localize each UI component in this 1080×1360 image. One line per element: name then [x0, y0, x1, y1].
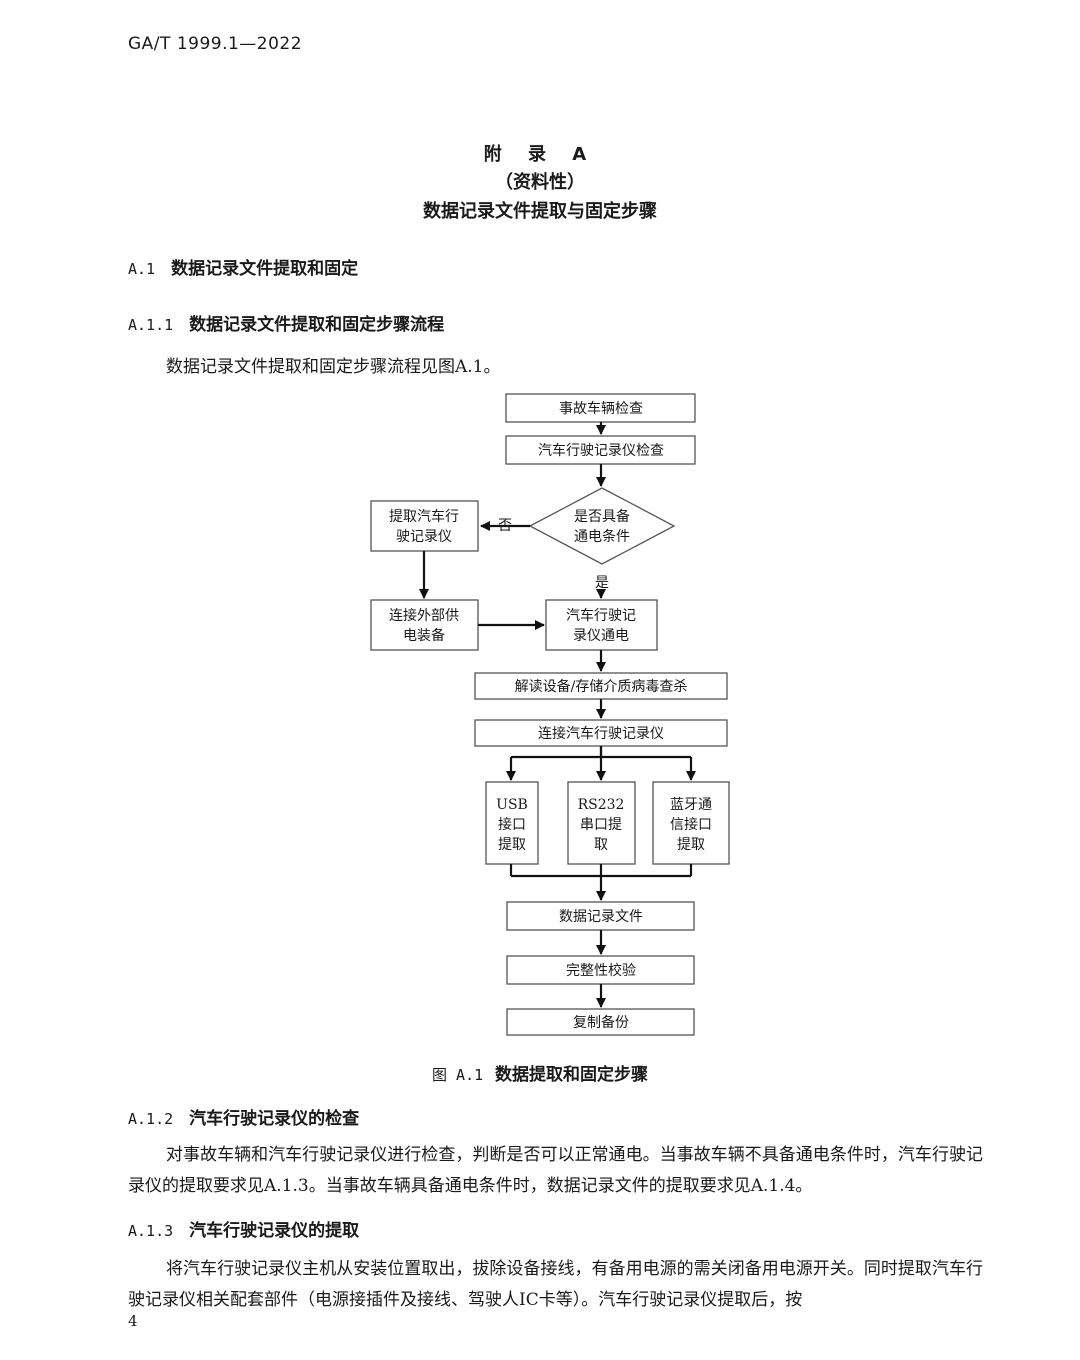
rs232-box — [567, 781, 636, 865]
external-power-box — [370, 599, 479, 651]
bluetooth-label: 蓝牙通 — [670, 797, 712, 813]
bluetooth-label: 信接口 — [670, 816, 712, 833]
extract-recorder-label: 提取汽车行 — [389, 508, 459, 525]
connect-label: 连接汽车行驶记录仪 — [538, 725, 664, 742]
section-title: 汽车行驶记录仪的检查 — [189, 1109, 360, 1129]
power-on-label: 汽车行驶记 — [566, 607, 636, 624]
page-number: 4 — [128, 1312, 138, 1330]
appendix-title: 数据记录文件提取与固定步骤 — [423, 201, 657, 222]
section-title: 数据记录文件提取和固定步骤流程 — [189, 315, 445, 335]
backup-label: 复制备份 — [573, 1014, 629, 1031]
section-a12-heading: A.1.2 汽车行驶记录仪的检查 — [128, 1104, 359, 1129]
section-number: A.1 — [128, 260, 156, 278]
section-a13-heading: A.1.3 汽车行驶记录仪的提取 — [128, 1216, 359, 1241]
backup-box — [506, 1008, 695, 1036]
section-number: A.1.1 — [128, 316, 174, 334]
inspect-recorder-label: 汽车行驶记录仪检查 — [538, 442, 664, 459]
section-a11-text: 数据记录文件提取和固定步骤流程见图A.1。 — [166, 357, 501, 377]
bluetooth-box — [652, 781, 730, 865]
section-a11-heading: A.1.1 数据记录文件提取和固定步骤流程 — [128, 310, 444, 335]
usb-label: 接口 — [498, 816, 526, 833]
data-file-box — [506, 901, 695, 931]
external-power-label: 连接外部供 — [389, 607, 459, 624]
section-a13-text: 将汽车行驶记录仪主机从安装位置取出，拔除设备接线，有备用电源的需关闭备用电源开关… — [128, 1259, 983, 1310]
extract-recorder-box — [370, 500, 479, 552]
appendix-label: 附 录 A — [483, 144, 597, 165]
usb-box — [485, 781, 539, 865]
integrity-label: 完整性校验 — [566, 962, 636, 979]
section-number: A.1.2 — [128, 1110, 174, 1128]
standard-id: GA/T 1999.1—2022 — [128, 34, 303, 54]
decision-label: 通电条件 — [574, 528, 630, 545]
rs232-label: 串口提 — [580, 817, 622, 833]
extract-recorder-label: 驶记录仪 — [396, 529, 452, 545]
figure-title: 数据提取和固定步骤 — [494, 1065, 648, 1085]
integrity-box — [506, 955, 695, 985]
rs232-label: 取 — [594, 837, 608, 853]
appendix-type: （资料性） — [495, 172, 585, 193]
section-a12-text: 对事故车辆和汽车行驶记录仪进行检查，判断是否可以正常通电。当事故车辆不具备通电条… — [128, 1145, 983, 1196]
rs232-label: RS232 — [578, 797, 625, 813]
decision-label: 是否具备 — [574, 508, 630, 525]
inspect-recorder-box — [505, 435, 696, 465]
flowchart: 事故车辆检查 汽车行驶记录仪检查 是否具备 通电条件 否 是 提取汽车行 驶记录… — [370, 393, 730, 1036]
inspect-vehicle-label: 事故车辆检查 — [559, 400, 643, 417]
usb-label: USB — [496, 797, 528, 813]
yes-label: 是 — [595, 575, 609, 591]
power-on-label: 录仪通电 — [573, 628, 629, 644]
external-power-label: 电装备 — [403, 627, 445, 644]
section-number: A.1.3 — [128, 1222, 174, 1240]
no-label: 否 — [498, 518, 512, 534]
virus-scan-label: 解读设备/存储介质病毒查杀 — [515, 678, 688, 695]
section-a1-heading: A.1 数据记录文件提取和固定 — [128, 254, 358, 279]
bluetooth-label: 提取 — [677, 837, 705, 853]
inspect-vehicle-box — [505, 393, 696, 423]
usb-label: 提取 — [498, 837, 526, 853]
section-title: 汽车行驶记录仪的提取 — [189, 1221, 360, 1241]
figure-number: 图 A.1 — [432, 1066, 484, 1084]
data-file-label: 数据记录文件 — [559, 909, 643, 925]
figure-caption: 图 A.1 数据提取和固定步骤 — [0, 1060, 1080, 1085]
decision-diamond — [528, 487, 676, 565]
section-title: 数据记录文件提取和固定 — [171, 259, 359, 279]
